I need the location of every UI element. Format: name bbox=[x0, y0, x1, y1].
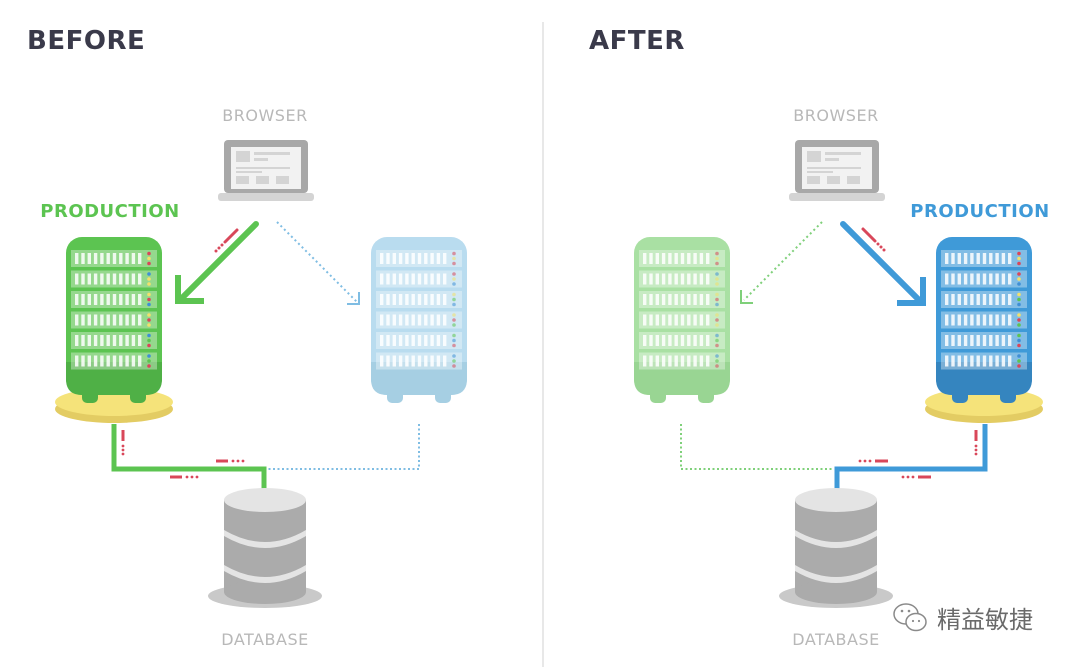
after-production-server-blue bbox=[925, 237, 1043, 423]
server-rack-unit bbox=[941, 291, 1027, 308]
server-rack-unit bbox=[639, 311, 725, 329]
after-active-db-connection bbox=[834, 424, 988, 495]
watermark-text: 精益敏捷 bbox=[937, 606, 1033, 634]
before-panel: BEFORE BROWSER PRODUCTION bbox=[27, 26, 467, 649]
server-rack-unit bbox=[71, 352, 157, 370]
server-rack-unit bbox=[71, 250, 157, 267]
server-rack-unit bbox=[376, 311, 462, 329]
watermark: 精益敏捷 bbox=[893, 603, 1033, 634]
server-rack-unit bbox=[941, 332, 1027, 349]
server-rack-unit bbox=[376, 352, 462, 370]
before-production-label: PRODUCTION bbox=[40, 201, 179, 222]
server-rack-unit bbox=[376, 332, 462, 349]
after-request-traffic-marks bbox=[861, 227, 886, 252]
server-rack-unit bbox=[71, 291, 157, 308]
server-rack-unit bbox=[376, 291, 462, 308]
after-production-label: PRODUCTION bbox=[910, 201, 1049, 222]
server-rack-unit bbox=[71, 332, 157, 349]
before-database-icon bbox=[208, 488, 322, 608]
server-rack-unit bbox=[941, 352, 1027, 370]
server-rack-unit bbox=[71, 311, 157, 329]
server-rack-unit bbox=[376, 270, 462, 288]
server-rack-unit bbox=[376, 250, 462, 267]
server-rack-unit bbox=[639, 352, 725, 370]
before-idle-server-blue bbox=[371, 237, 467, 403]
server-rack-unit bbox=[941, 270, 1027, 288]
server-rack-unit bbox=[941, 250, 1027, 267]
wechat-icon bbox=[893, 603, 927, 632]
after-title: AFTER bbox=[589, 26, 685, 56]
after-idle-db-connection bbox=[680, 424, 832, 470]
server-rack-unit bbox=[639, 332, 725, 349]
before-browser-laptop-icon bbox=[218, 140, 314, 201]
before-request-traffic-marks bbox=[214, 228, 239, 253]
server-rack-unit bbox=[639, 270, 725, 288]
after-db-traffic-marks bbox=[858, 430, 978, 479]
after-database-icon bbox=[779, 488, 893, 608]
after-idle-dotted-arrow bbox=[740, 221, 823, 304]
before-idle-dotted-arrow bbox=[276, 221, 360, 305]
before-active-db-connection bbox=[111, 424, 267, 495]
server-rack-unit bbox=[71, 270, 157, 288]
before-idle-db-connection bbox=[268, 424, 420, 470]
after-browser-laptop-icon bbox=[789, 140, 885, 201]
after-active-traffic-arrow bbox=[840, 221, 926, 306]
server-rack-unit bbox=[639, 291, 725, 308]
database-top bbox=[795, 488, 877, 512]
before-browser-label: BROWSER bbox=[222, 106, 307, 125]
after-panel: AFTER BROWSER PRODUCTION bbox=[589, 26, 1049, 649]
after-idle-server-green bbox=[634, 237, 730, 403]
before-production-server-green bbox=[55, 237, 173, 423]
before-active-traffic-arrow bbox=[175, 221, 259, 304]
server-rack-unit bbox=[639, 250, 725, 267]
server-rack-unit bbox=[941, 311, 1027, 329]
database-top bbox=[224, 488, 306, 512]
before-db-traffic-marks bbox=[121, 430, 245, 479]
before-title: BEFORE bbox=[27, 26, 145, 56]
laptop-base bbox=[789, 193, 885, 201]
after-database-label: DATABASE bbox=[792, 630, 879, 649]
laptop-base bbox=[218, 193, 314, 201]
after-browser-label: BROWSER bbox=[793, 106, 878, 125]
before-database-label: DATABASE bbox=[221, 630, 308, 649]
